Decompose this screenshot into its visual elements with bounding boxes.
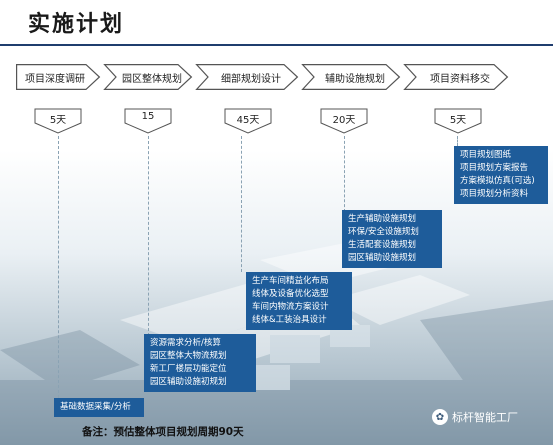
phase-label-detailed-design: 细部规划设计 [221, 73, 281, 85]
task-item: 生活配套设施规划 [348, 240, 417, 250]
task-item: 项目规划分析资料 [460, 189, 529, 199]
task-item: 园区辅助设施初规划 [150, 377, 227, 387]
duration-chevron: 5天 [434, 108, 482, 134]
connector-line [148, 136, 149, 336]
task-item: 环保/安全设施规划 [348, 227, 419, 237]
title-rule [0, 44, 553, 46]
duration-chevron: 15 [124, 108, 172, 134]
connector-line [58, 136, 59, 398]
task-item: 生产辅助设施规划 [348, 214, 417, 224]
duration-label: 5天 [49, 115, 67, 126]
phase-label-overall-planning: 园区整体规划 [122, 73, 182, 85]
duration-chevron: 45天 [224, 108, 272, 134]
task-item: 项目规划图纸 [460, 150, 512, 160]
duration-chevron: 5天 [34, 108, 82, 134]
task-item: 生产车间精益化布局 [252, 276, 329, 286]
task-item: 基础数据采集/分析 [60, 402, 131, 412]
duration-label: 15 [141, 111, 155, 122]
task-box-handover: 项目规划图纸 项目规划方案报告 方案模拟仿真(可选) 项目规划分析资料 [454, 146, 548, 204]
task-item: 线体及设备优化选型 [252, 289, 329, 299]
task-box-auxiliary-facilities: 生产辅助设施规划 环保/安全设施规划 生活配套设施规划 园区辅助设施规划 [342, 210, 442, 268]
duration-chevron: 20天 [320, 108, 368, 134]
connector-line [344, 136, 345, 212]
task-item: 园区辅助设施规划 [348, 253, 417, 263]
task-box-research: 基础数据采集/分析 [54, 398, 144, 417]
wechat-icon: ✿ [432, 409, 448, 425]
duration-label: 45天 [236, 115, 260, 126]
task-item: 线体&工装治具设计 [252, 315, 327, 325]
duration-label: 20天 [332, 115, 356, 126]
task-item: 资源需求分析/核算 [150, 338, 221, 348]
duration-label: 5天 [449, 115, 467, 126]
connector-line [241, 136, 242, 272]
background-city-image [0, 150, 553, 445]
phase-label-handover: 项目资料移交 [430, 73, 490, 85]
footnote: 备注：预估整体项目规划周期90天 [82, 426, 244, 438]
connector-line [457, 136, 458, 146]
task-item: 车间内物流方案设计 [252, 302, 329, 312]
task-box-detailed-design: 生产车间精益化布局 线体及设备优化选型 车间内物流方案设计 线体&工装治具设计 [246, 272, 352, 330]
page-title: 实施计划 [28, 12, 125, 37]
brand-watermark: ✿ 标杆智能工厂 [432, 408, 518, 426]
task-item: 新工厂楼层功能定位 [150, 364, 227, 374]
phase-label-auxiliary-facilities: 辅助设施规划 [325, 73, 385, 85]
phase-row: 项目深度调研 园区整体规划 细部规划设计 辅助设施规划 项目资料移交 5天 15… [0, 0, 553, 140]
task-item: 项目规划方案报告 [460, 163, 529, 173]
task-item: 园区整体大物流规划 [150, 351, 227, 361]
phase-label-research: 项目深度调研 [25, 73, 85, 85]
task-item: 方案模拟仿真(可选) [460, 176, 535, 186]
brand-name: 标杆智能工厂 [452, 411, 518, 424]
task-box-overall-planning: 资源需求分析/核算 园区整体大物流规划 新工厂楼层功能定位 园区辅助设施初规划 [144, 334, 256, 392]
